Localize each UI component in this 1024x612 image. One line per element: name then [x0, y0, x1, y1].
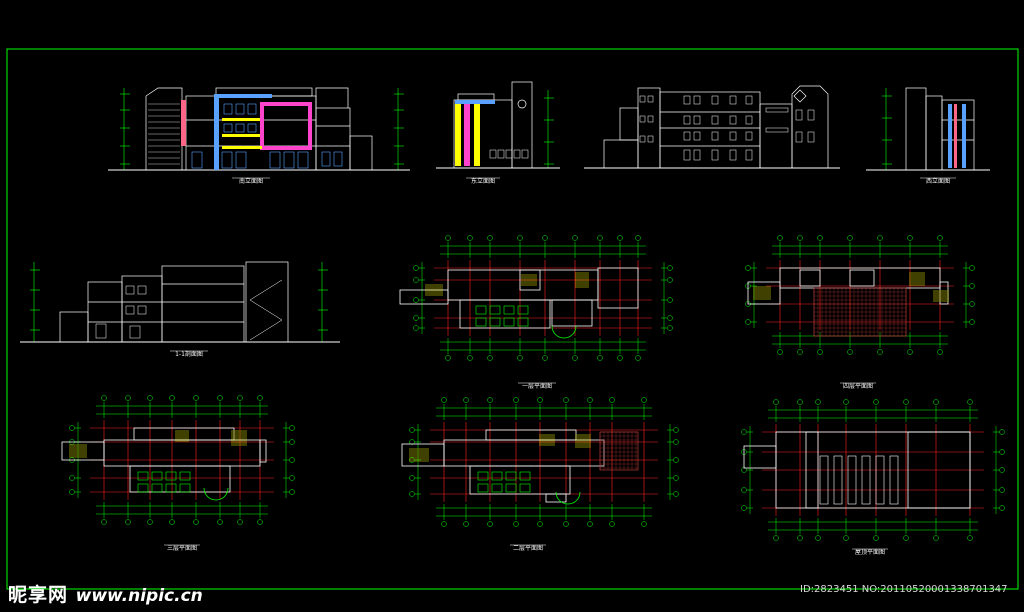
drawing-frame: [6, 48, 1019, 590]
plan-1-title: 一层平面图: [522, 383, 552, 390]
elevation-front-title: 南立面图: [239, 177, 263, 185]
watermark-id: ID:2823451 NO:20110520001338701347: [800, 584, 1008, 595]
plan-4: [745, 235, 975, 355]
plan-roof: [741, 399, 1005, 541]
section-title: 1-1剖面图: [175, 350, 203, 358]
elevation-side-b-title: 西立面图: [926, 177, 950, 185]
plan-2-title: 二层平面图: [513, 545, 543, 552]
plan-2: [401, 397, 679, 527]
elevation-side-a-title: 东立面图: [471, 177, 495, 185]
watermark-site: 昵享网: [8, 584, 69, 606]
elevation-rear: [584, 85, 840, 169]
elevation-side-b: 西立面图: [866, 87, 990, 185]
elevation-side-a: 东立面图: [436, 81, 560, 185]
watermark-url: www.nipic.cn: [75, 586, 203, 606]
plan-roof-title: 屋顶平面图: [855, 549, 885, 556]
plan-3: [61, 395, 295, 525]
watermark-logo: 昵享网 www.nipic.cn: [8, 580, 203, 607]
plan-3-title: 三层平面图: [167, 545, 197, 552]
section-view: 1-1剖面图: [20, 261, 340, 358]
plan-1: [399, 235, 673, 361]
floor-plans: [61, 235, 1005, 541]
elevation-front: 南立面图: [108, 87, 410, 185]
plan-4-title: 四层平面图: [843, 383, 873, 390]
